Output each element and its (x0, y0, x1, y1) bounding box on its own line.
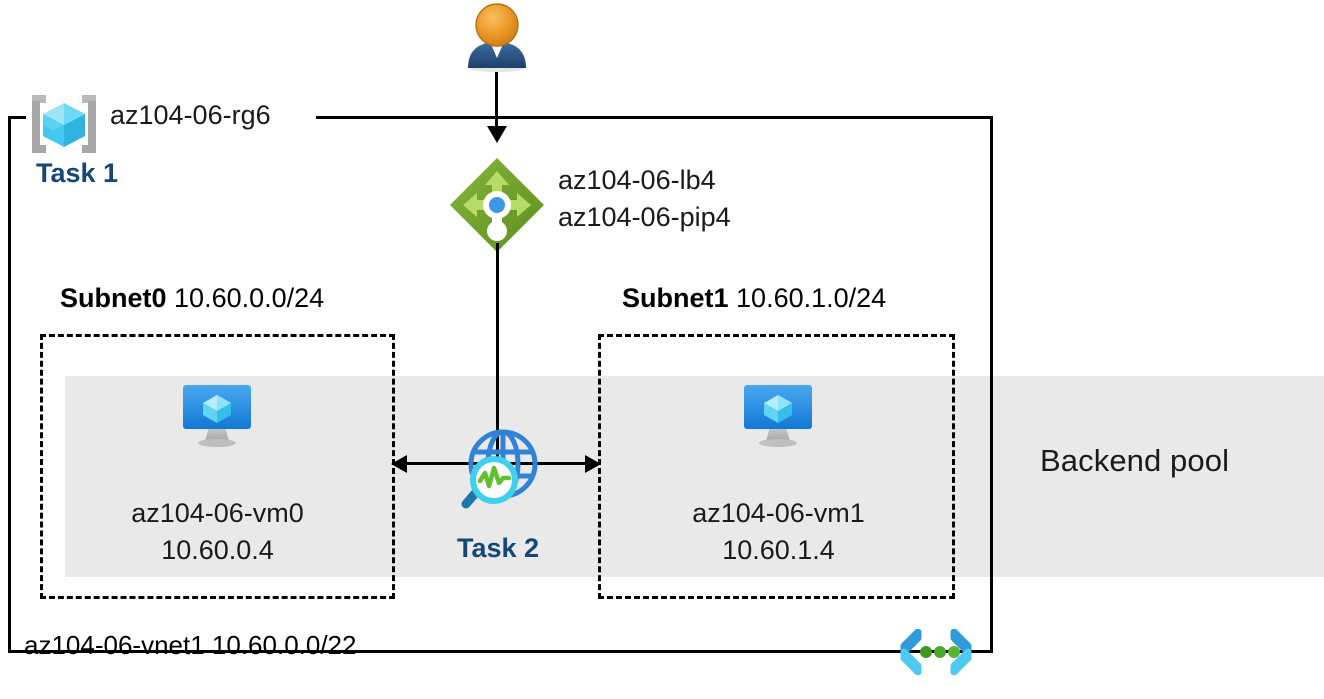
resource-group-boundary (8, 116, 993, 653)
subnet0-cidr: 10.60.0.0/24 (174, 283, 325, 313)
client-to-lb-arrowhead (487, 126, 507, 143)
load-balancer-icon (447, 155, 547, 255)
task-1-label: Task 1 (36, 158, 119, 188)
subnet1-cidr: 10.60.1.0/24 (736, 283, 887, 313)
resource-group-border-gap (26, 110, 316, 124)
subnet0-name: Subnet0 (60, 283, 167, 313)
subnet0-title: Subnet0 10.60.0.0/24 (60, 283, 324, 314)
network-watcher-icon (450, 422, 546, 518)
subnet-to-subnet-arrowhead-left (391, 455, 407, 473)
task-2-label: Task 2 (456, 533, 540, 563)
vnet-label: az104-06-vnet1 10.60.0.0/22 (24, 630, 357, 660)
subnet1-title: Subnet1 10.60.1.0/24 (622, 283, 886, 314)
virtual-network-icon (896, 628, 976, 676)
virtual-machine-icon (179, 383, 255, 449)
resource-group-icon (28, 93, 100, 155)
lb-to-backend-line (496, 243, 499, 465)
load-balancer-labels: az104-06-lb4 az104-06-pip4 (558, 162, 731, 236)
subnet1-name: Subnet1 (622, 283, 729, 313)
vm0-name: az104-06-vm0 (131, 498, 304, 528)
load-balancer-name: az104-06-lb4 (558, 165, 716, 195)
vm0-labels: az104-06-vm0 10.60.0.4 (110, 495, 325, 569)
resource-group-name: az104-06-rg6 (110, 100, 271, 130)
backend-pool-label: Backend pool (1040, 443, 1230, 478)
public-ip-name: az104-06-pip4 (558, 202, 731, 232)
client-to-lb-line (495, 72, 498, 130)
vm1-name: az104-06-vm1 (692, 498, 865, 528)
vm1-ip: 10.60.1.4 (722, 535, 835, 565)
backend-pool-band (65, 376, 1324, 577)
vm0-ip: 10.60.0.4 (161, 535, 274, 565)
user-icon (462, 2, 532, 72)
subnet-to-subnet-arrowhead-right (585, 455, 601, 473)
virtual-machine-icon (740, 383, 816, 449)
vm1-labels: az104-06-vm1 10.60.1.4 (671, 495, 886, 569)
